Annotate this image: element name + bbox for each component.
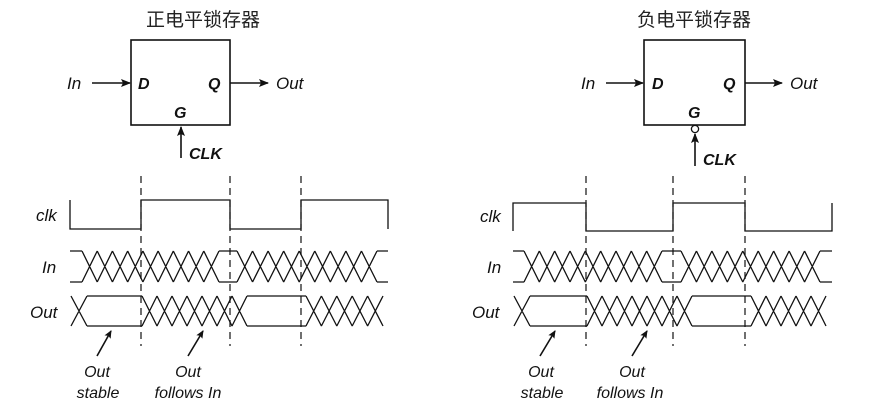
out-waveform (70, 295, 384, 327)
annotation-arrow-icon (631, 330, 648, 357)
output-label: Out (276, 74, 305, 93)
annotation-line2: follows In (597, 385, 664, 402)
annotation-line1: Out (175, 364, 201, 381)
out-waveform (513, 295, 827, 327)
timing-diagram: clk In Out Out stable Out follows In (30, 176, 389, 402)
latch-block: In D Q G Out CLK (581, 39, 819, 169)
clock-label: CLK (703, 152, 737, 169)
signal-label-in: In (42, 258, 56, 277)
signal-label-clk: clk (36, 206, 58, 225)
pin-q: Q (723, 76, 736, 93)
pin-g: G (174, 105, 186, 122)
annotation-follows: Out follows In (155, 330, 222, 402)
pin-g: G (688, 105, 700, 122)
annotation-arrow-icon (187, 330, 204, 357)
timing-diagram: clk In Out Out stable Out follows In (472, 176, 833, 402)
annotation-arrow-icon (96, 330, 112, 357)
pin-q: Q (208, 76, 221, 93)
annotation-line1: Out (528, 364, 554, 381)
signal-label-in: In (487, 258, 501, 277)
signal-label-out: Out (30, 303, 59, 322)
panel-title: 负电平锁存器 (637, 9, 751, 31)
signal-label-out: Out (472, 303, 501, 322)
latch-block: In D Q G Out CLK (67, 39, 305, 163)
in-waveform (513, 250, 832, 283)
in-waveform (70, 250, 388, 283)
positive-latch-panel: 正电平锁存器 In D Q G Out CLK clk In Out Out s… (30, 9, 389, 402)
annotation-line2: stable (77, 385, 120, 402)
annotation-follows: Out follows In (597, 330, 664, 402)
input-label: In (581, 74, 595, 93)
annotation-stable: Out stable (521, 330, 564, 402)
clock-label: CLK (189, 146, 223, 163)
annotation-line2: follows In (155, 385, 222, 402)
pin-d: D (138, 76, 150, 93)
panel-title: 正电平锁存器 (146, 9, 260, 31)
annotation-line1: Out (619, 364, 645, 381)
pin-d: D (652, 76, 664, 93)
output-label: Out (790, 74, 819, 93)
annotation-line1: Out (84, 364, 110, 381)
annotation-line2: stable (521, 385, 564, 402)
signal-label-clk: clk (480, 207, 502, 226)
negative-latch-panel: 负电平锁存器 In D Q G Out CLK clk In Out Out s… (472, 9, 833, 402)
clk-waveform (69, 199, 389, 230)
annotation-stable: Out stable (77, 330, 120, 402)
input-label: In (67, 74, 81, 93)
inversion-bubble-icon (690, 124, 700, 134)
annotation-arrow-icon (539, 330, 556, 357)
